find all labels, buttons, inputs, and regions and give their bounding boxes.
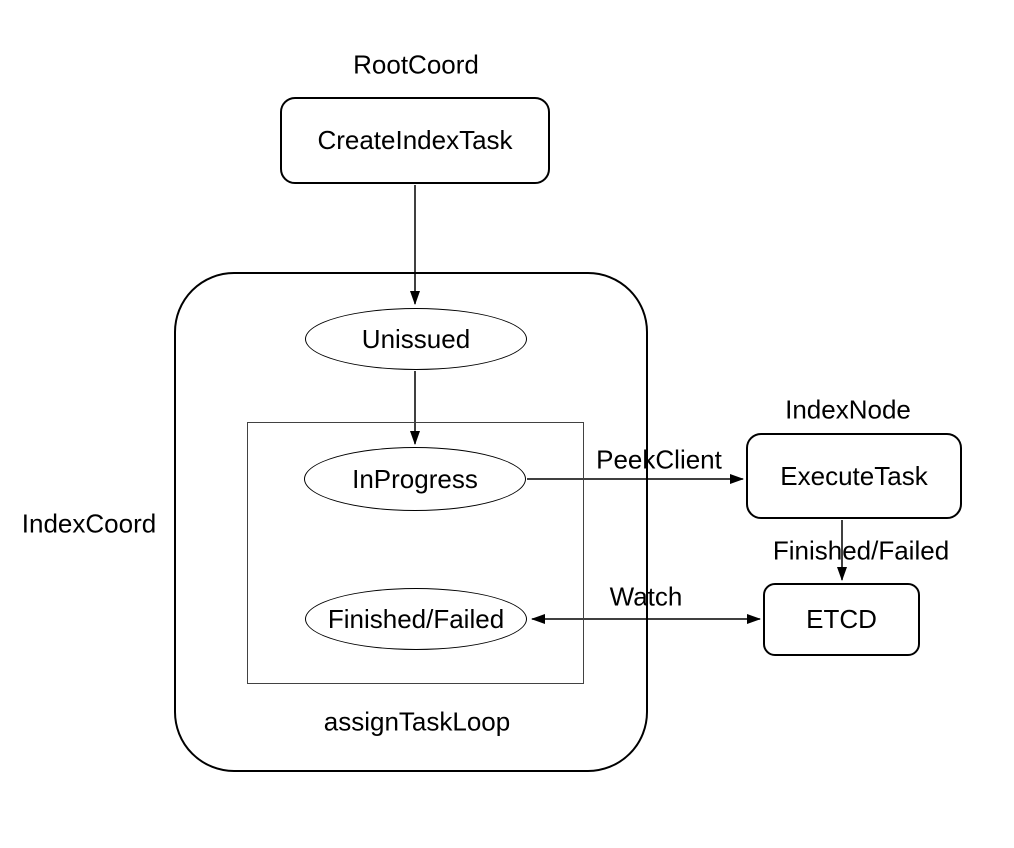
node-execute-task-label: ExecuteTask — [780, 460, 928, 491]
node-create-index-task: CreateIndexTask — [280, 97, 550, 184]
node-etcd: ETCD — [763, 583, 920, 656]
state-finished-failed: Finished/Failed — [305, 588, 527, 650]
watch-edge-label: Watch — [609, 581, 683, 612]
state-in-progress: InProgress — [304, 447, 526, 511]
state-unissued: Unissued — [305, 308, 527, 370]
finished-failed-edge-label: Finished/Failed — [772, 535, 950, 566]
index-coord-label: IndexCoord — [21, 508, 157, 539]
node-execute-task: ExecuteTask — [746, 433, 962, 519]
peek-client-edge-label: PeekClient — [596, 444, 722, 475]
state-unissued-label: Unissued — [361, 323, 471, 354]
node-etcd-label: ETCD — [806, 604, 877, 634]
state-finished-failed-label: Finished/Failed — [327, 603, 505, 634]
index-coord-container — [174, 272, 648, 772]
node-create-index-task-label: CreateIndexTask — [317, 125, 513, 155]
index-node-label: IndexNode — [785, 394, 911, 425]
assign-task-loop-label: assignTaskLoop — [323, 706, 511, 737]
root-coord-label: RootCoord — [353, 49, 479, 80]
state-in-progress-label: InProgress — [352, 463, 478, 494]
assign-task-loop-container — [247, 422, 584, 684]
